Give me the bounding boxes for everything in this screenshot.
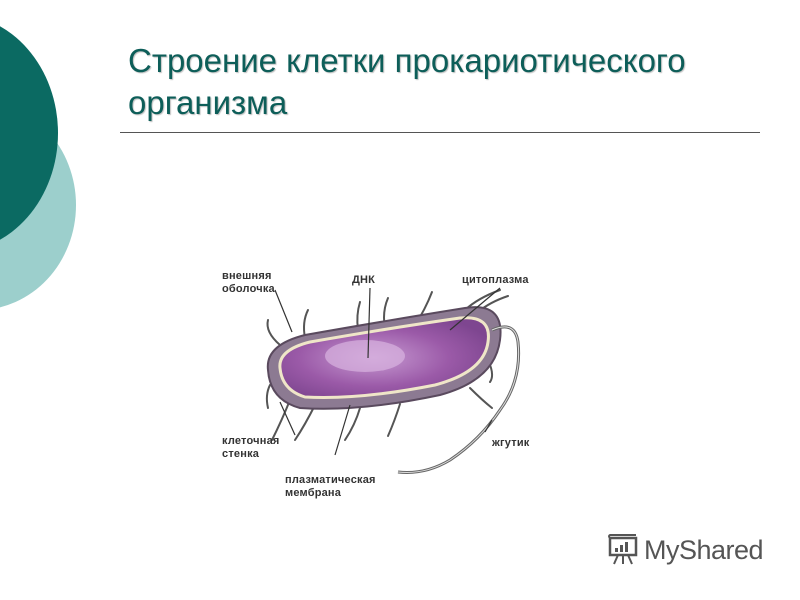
- watermark-text: MyShared: [644, 534, 764, 565]
- label-outer-shell: внешняя оболочка: [222, 270, 275, 295]
- slide-title: Строение клетки прокариотического органи…: [128, 42, 686, 121]
- myshared-watermark: MyShared: [606, 534, 764, 566]
- label-cytoplasm: цитоплазма: [462, 274, 529, 286]
- label-flagellum: жгутик: [492, 437, 530, 449]
- presentation-board-icon: [608, 534, 638, 565]
- label-plasma-membrane: плазматическая мембрана: [285, 474, 376, 499]
- title-divider: [120, 132, 760, 133]
- label-dna: ДНК: [352, 274, 376, 286]
- prokaryotic-cell-diagram: внешняя оболочка ДНК цитоплазма клеточна…: [210, 260, 570, 510]
- label-cell-wall: клеточная стенка: [222, 435, 280, 460]
- cell-illustration: [265, 287, 521, 474]
